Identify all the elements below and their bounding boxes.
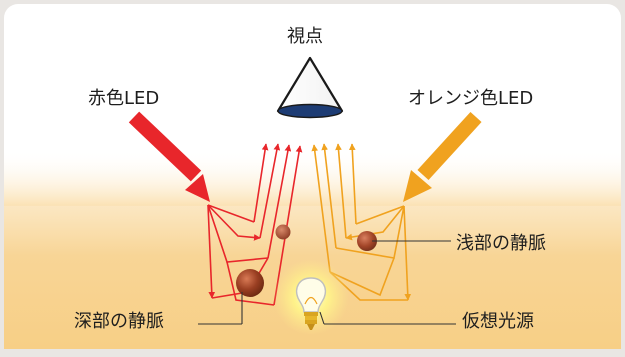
viewpoint-cone-icon: [276, 56, 344, 119]
leader-lines: [198, 240, 456, 325]
small-vein: [275, 224, 291, 240]
shallow-vein-label: 浅部の静脈: [456, 233, 546, 254]
light-bulb-icon: [273, 259, 349, 335]
red-scatter-paths: [207, 204, 275, 306]
viewpoint-label: 視点: [287, 26, 323, 47]
red-led-label: 赤色LED: [88, 88, 160, 109]
orange-led-beam: [403, 111, 482, 202]
deep-vein-label: 深部の静脈: [74, 311, 164, 332]
skin-transition: [4, 150, 621, 206]
shallow-vein: [357, 231, 377, 251]
deep-vein: [236, 269, 264, 297]
orange-upward-rays: [311, 143, 357, 273]
red-led-beam: [128, 111, 210, 202]
orange-led-label: オレンジ色LED: [408, 88, 534, 109]
virtual-light-source-label: 仮想光源: [462, 311, 534, 332]
